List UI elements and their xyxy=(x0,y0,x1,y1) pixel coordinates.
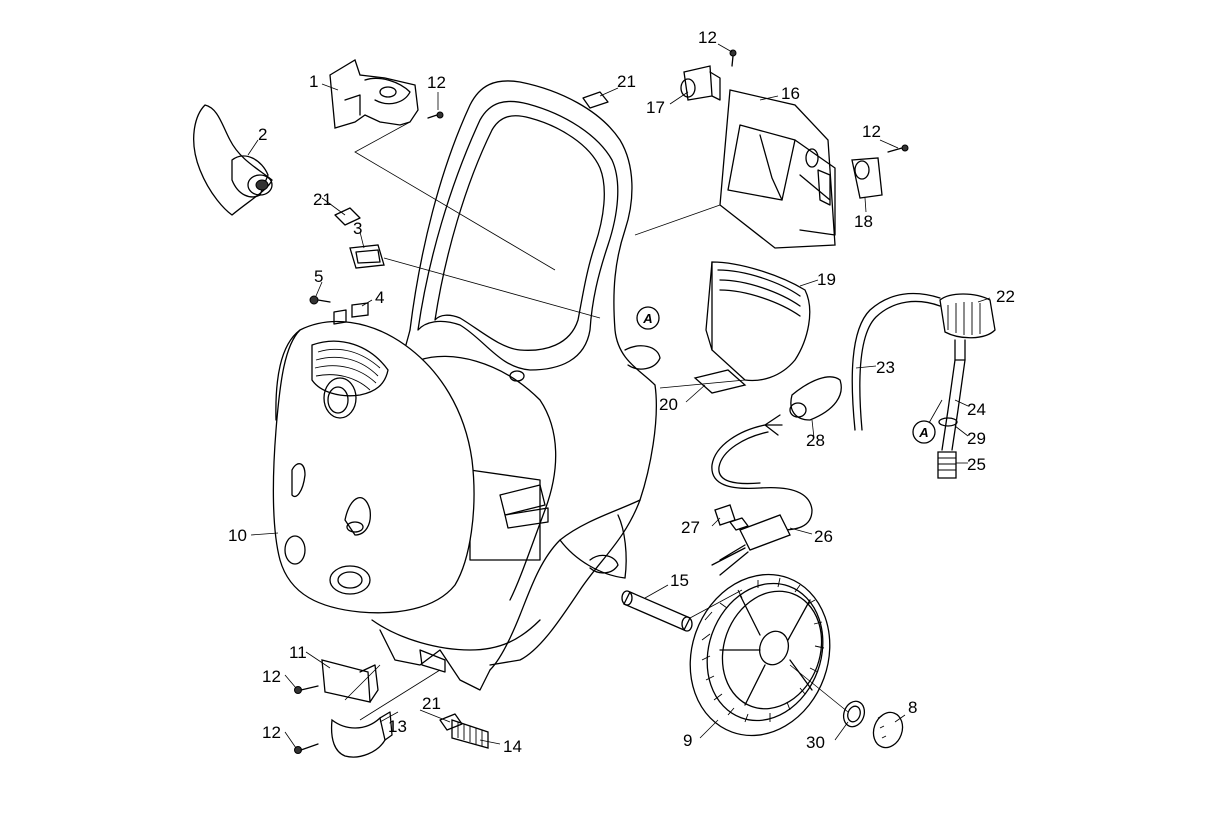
label-part-12: 12 xyxy=(262,723,281,742)
part-11-plate xyxy=(321,659,379,703)
part-4-clip xyxy=(333,302,369,325)
part-5-screw xyxy=(309,295,331,305)
callout-leaders xyxy=(247,43,991,749)
label-part-21: 21 xyxy=(422,694,441,713)
label-part-8: 8 xyxy=(908,698,917,717)
label-part-12: 12 xyxy=(262,667,281,686)
label-part-26: 26 xyxy=(814,527,833,546)
label-part-12: 12 xyxy=(862,122,881,141)
label-part-20: 20 xyxy=(659,395,678,414)
label-part-24: 24 xyxy=(967,400,986,419)
label-part-12: 12 xyxy=(698,28,717,47)
screws-12-upper xyxy=(427,49,909,153)
callout-labels: 1 2 12 21 3 4 5 10 11 12 12 13 21 14 15 … xyxy=(228,28,1015,756)
label-part-2: 2 xyxy=(258,125,267,144)
label-squares-21 xyxy=(334,91,749,731)
label-part-1: 1 xyxy=(309,72,318,91)
part-15-axle xyxy=(621,590,693,632)
label-part-28: 28 xyxy=(806,431,825,450)
label-part-12: 12 xyxy=(427,73,446,92)
label-part-27: 27 xyxy=(681,518,700,537)
label-part-25: 25 xyxy=(967,455,986,474)
connector-a-bottom: A xyxy=(912,420,936,444)
label-part-17: 17 xyxy=(646,98,665,117)
label-part-29: 29 xyxy=(967,429,986,448)
label-part-21: 21 xyxy=(313,190,332,209)
label-part-3: 3 xyxy=(353,219,362,238)
label-part-4: 4 xyxy=(375,288,384,307)
part-28-nozzle xyxy=(789,376,842,421)
part-16-holder xyxy=(719,89,836,249)
label-part-23: 23 xyxy=(876,358,895,377)
label-part-21: 21 xyxy=(617,72,636,91)
label-part-14: 14 xyxy=(503,737,522,756)
label-part-9: 9 xyxy=(683,731,692,750)
screw-12-lower xyxy=(294,685,319,754)
part-1-bracket xyxy=(329,59,419,129)
part-18-clip xyxy=(851,157,883,199)
part-9-wheel xyxy=(689,573,831,737)
part-2-cap xyxy=(193,104,273,216)
part-13-cover xyxy=(330,711,393,758)
main-frame-housing xyxy=(371,80,661,691)
label-part-15: 15 xyxy=(670,571,689,590)
label-part-10: 10 xyxy=(228,526,247,545)
part-17-clip xyxy=(680,65,721,101)
front-cover xyxy=(272,320,475,614)
connector-a-label: A xyxy=(642,311,652,326)
connector-a-top: A xyxy=(636,306,660,330)
part-22-23-hose xyxy=(851,292,996,431)
label-part-18: 18 xyxy=(854,212,873,231)
part-14-foot xyxy=(451,719,489,749)
label-part-30: 30 xyxy=(806,733,825,752)
part-20-pad xyxy=(693,369,747,394)
part-30-washer xyxy=(842,700,866,728)
label-part-5: 5 xyxy=(314,267,323,286)
part-19-basket xyxy=(705,261,811,382)
part-26-cable xyxy=(711,414,813,576)
connector-a-label: A xyxy=(918,425,928,440)
label-part-11: 11 xyxy=(289,643,307,662)
label-part-19: 19 xyxy=(817,270,836,289)
label-part-22: 22 xyxy=(996,287,1015,306)
label-part-16: 16 xyxy=(781,84,800,103)
part-8-hubcap xyxy=(872,711,904,749)
part-24-29-25-fitting xyxy=(937,359,966,479)
part-3-clip xyxy=(349,244,385,269)
label-part-13: 13 xyxy=(388,717,407,736)
